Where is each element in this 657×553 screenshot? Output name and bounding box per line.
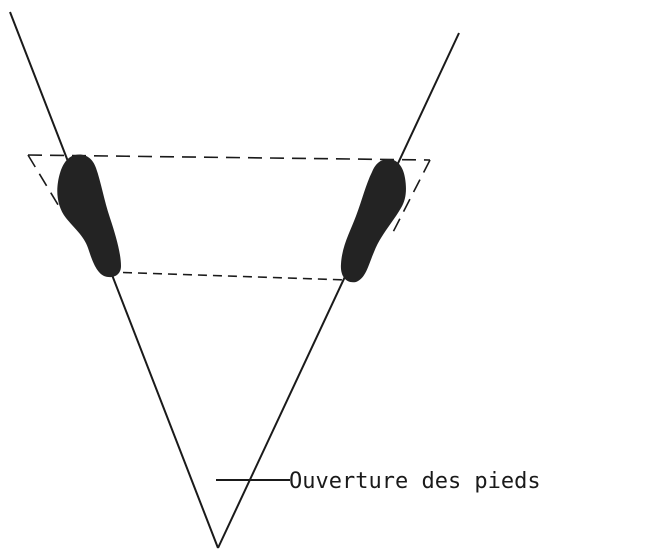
right-foot-axis-line xyxy=(217,32,460,549)
left-foot-axis-line xyxy=(9,11,219,549)
trapezoid-right-edge xyxy=(389,159,431,239)
left-foot-shape xyxy=(57,154,121,278)
trapezoid-top-edge xyxy=(27,154,431,161)
trapezoid-bottom-edge xyxy=(107,271,349,281)
opening-label: Ouverture des pieds xyxy=(289,469,541,494)
stance-trapezoid xyxy=(27,154,431,281)
right-foot-shape xyxy=(340,158,406,283)
trapezoid-left-edge xyxy=(27,154,61,209)
